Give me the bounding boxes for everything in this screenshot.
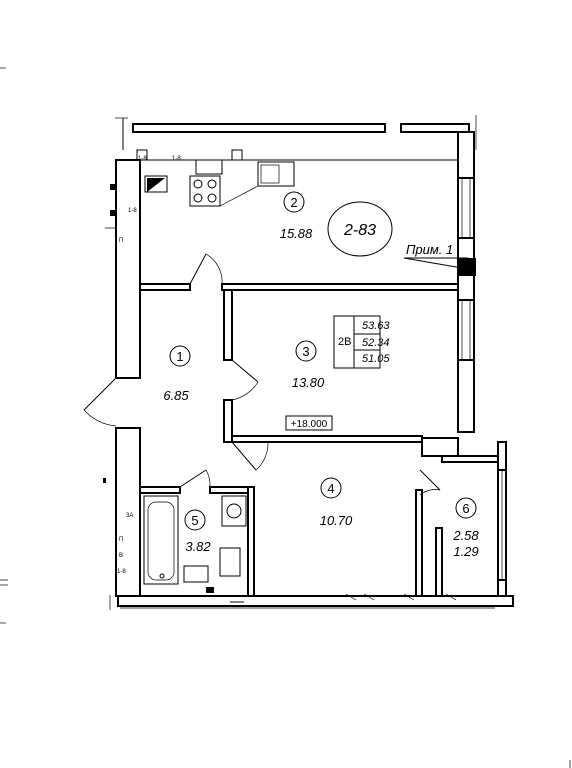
room-3-number: 3	[302, 344, 309, 359]
area-net: 51.05	[362, 353, 390, 365]
mark-b: В	[119, 553, 123, 559]
room-4-label: 4 10.70	[320, 477, 353, 528]
windows	[457, 177, 507, 581]
room-2-area: 15.88	[280, 226, 313, 241]
interior-walls	[139, 159, 499, 597]
room-1-number: 1	[176, 349, 183, 364]
apartment-type: 2В	[338, 336, 351, 348]
doors	[83, 253, 441, 496]
room-6-number: 6	[462, 501, 469, 516]
apartment-code-badge: 2-83	[327, 201, 393, 257]
room-4-number: 4	[327, 481, 334, 496]
mark-1-8-d: 1-8	[117, 569, 126, 575]
room-5-number: 5	[191, 513, 198, 528]
mark-1-8-a: 1-8	[138, 156, 147, 162]
area-total: 53.63	[362, 320, 390, 332]
room-1-area: 6.85	[163, 388, 189, 403]
page-edge-marks	[0, 67, 571, 768]
apartment-code: 2-83	[343, 222, 376, 239]
note-label: Прим. 1	[406, 242, 453, 257]
mark-3a: 3А	[126, 513, 133, 519]
axis-fragments	[109, 115, 495, 610]
room-1-label: 1 6.85	[163, 345, 191, 403]
mark-n-b: П	[119, 537, 123, 543]
small-marks: 1-8 1-8 1-8 П 3А П В 1-8	[117, 156, 181, 575]
kitchen-fixtures	[136, 149, 295, 207]
misc-details	[103, 184, 457, 601]
room-2-label: 2 15.88	[280, 191, 313, 241]
level-mark: +18.000	[285, 415, 333, 431]
level-value: +18.000	[291, 419, 328, 430]
room-2-number: 2	[290, 195, 297, 210]
area-summary-table: 2В 53.63 52.34 51.05	[333, 315, 390, 369]
room-5-label: 5 3.82	[184, 509, 211, 554]
bathroom-fixtures	[143, 495, 247, 603]
room-5-area: 3.82	[185, 539, 211, 554]
mark-1-8-b: 1-8	[172, 156, 181, 162]
room-3-area: 13.80	[292, 375, 325, 390]
room-6-area: 2.58	[452, 528, 479, 543]
room-4-area: 10.70	[320, 513, 353, 528]
mark-n-a: П	[119, 238, 123, 244]
mark-1-8-c: 1-8	[128, 208, 137, 214]
note-callout: Прим. 1	[403, 242, 468, 269]
room-6-reduced-area: 1.29	[453, 544, 478, 559]
room-3-label: 3 13.80	[292, 340, 325, 390]
room-6-label: 6 2.58 1.29	[452, 497, 479, 559]
area-living-coef: 52.34	[362, 337, 390, 349]
